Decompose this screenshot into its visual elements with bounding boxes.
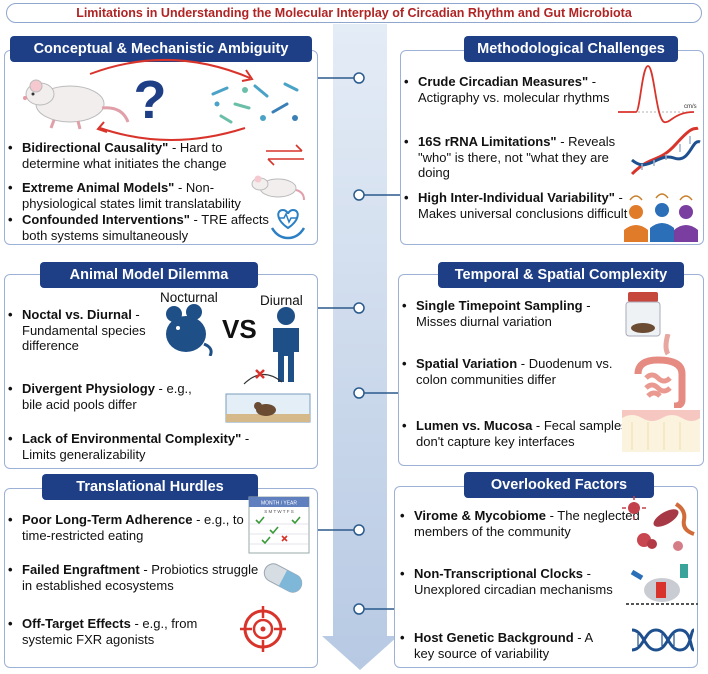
cycle-arrows-icon xyxy=(89,58,254,141)
list-item: Non-Transcriptional Clocks - Unexplored … xyxy=(400,566,644,597)
list-item: Virome & Mycobiome - The neglected membe… xyxy=(400,508,640,539)
bacteria-icon xyxy=(211,82,299,124)
people-dna-icon xyxy=(624,193,698,242)
list-item: Off-Target Effects - e.g., from systemic… xyxy=(8,616,242,647)
list-item: Crude Circadian Measures" - Actigraphy v… xyxy=(404,74,630,105)
list-item: Divergent Physiology - e.g., bile acid p… xyxy=(8,381,202,412)
list-item: Host Genetic Background - A key source o… xyxy=(400,630,594,661)
nocturnal-mouse-icon xyxy=(166,304,213,356)
list-item: Single Timepoint Sampling - Misses diurn… xyxy=(402,298,626,329)
list-item: Spatial Variation - Duodenum vs. colon c… xyxy=(402,356,636,387)
calendar-days: S M T W T F S xyxy=(264,509,293,514)
translational-heading: Translational Hurdles xyxy=(42,474,258,500)
list-item: Lack of Environmental Complexity" - Limi… xyxy=(8,431,272,462)
mucosa-layer-icon xyxy=(622,410,700,452)
velocity-graph-icon: cm/s xyxy=(618,65,697,124)
list-item: Lumen vs. Mucosa - Fecal samples don't c… xyxy=(402,418,634,449)
mouse-icon xyxy=(251,175,305,201)
intestine-icon xyxy=(634,334,686,408)
capsule-icon xyxy=(263,563,303,593)
protein-complex-icon xyxy=(626,564,698,605)
stool-sample-jar-icon xyxy=(625,292,661,337)
methodological-heading: Methodological Challenges xyxy=(464,36,678,62)
rat-icon xyxy=(23,79,130,130)
microbes-icon xyxy=(622,496,695,551)
list-item: Extreme Animal Models" - Non-physiologic… xyxy=(8,180,268,211)
list-item: Noctal vs. Diurnal - Fundamental species… xyxy=(8,307,172,354)
calendar-icon: MONTH / YEAR S M T W T F S xyxy=(248,496,310,554)
main-title-bar: Limitations in Understanding the Molecul… xyxy=(6,3,702,23)
list-item: High Inter-Individual Variability" - Mak… xyxy=(404,190,650,221)
main-title: Limitations in Understanding the Molecul… xyxy=(76,6,632,20)
list-item: Bidirectional Causality" - Hard to deter… xyxy=(8,140,274,171)
list-item: Confounded Interventions" - TRE affects … xyxy=(8,212,278,243)
question-mark-icon: ? xyxy=(134,70,167,128)
vs-label: VS xyxy=(222,314,257,344)
heart-hand-icon xyxy=(270,208,306,240)
svg-text:?: ? xyxy=(134,70,167,128)
mouse-cage-icon xyxy=(225,369,311,423)
human-figure-icon xyxy=(273,307,299,382)
calendar-header: MONTH / YEAR xyxy=(261,501,297,507)
conceptual-heading: Conceptual & Mechanistic Ambiguity xyxy=(10,36,312,62)
list-item: Failed Engraftment - Probiotics struggle… xyxy=(8,562,268,593)
dna-helix-icon xyxy=(630,126,701,176)
diurnal-label: Diurnal xyxy=(260,293,303,308)
dna-strand-icon xyxy=(631,628,695,652)
animal-heading: Animal Model Dilemma xyxy=(40,262,258,288)
temporal-heading: Temporal & Spatial Complexity xyxy=(438,262,684,288)
nocturnal-label: Nocturnal xyxy=(160,290,218,305)
graph-unit-label: cm/s xyxy=(684,104,697,110)
bidirectional-arrows-icon xyxy=(266,144,304,166)
list-item: Poor Long-Term Adherence - e.g., to time… xyxy=(8,512,256,543)
target-icon xyxy=(240,606,286,652)
overlooked-heading: Overlooked Factors xyxy=(464,472,654,498)
list-item: 16S rRNA Limitations" - Reveals "who" is… xyxy=(404,134,644,181)
